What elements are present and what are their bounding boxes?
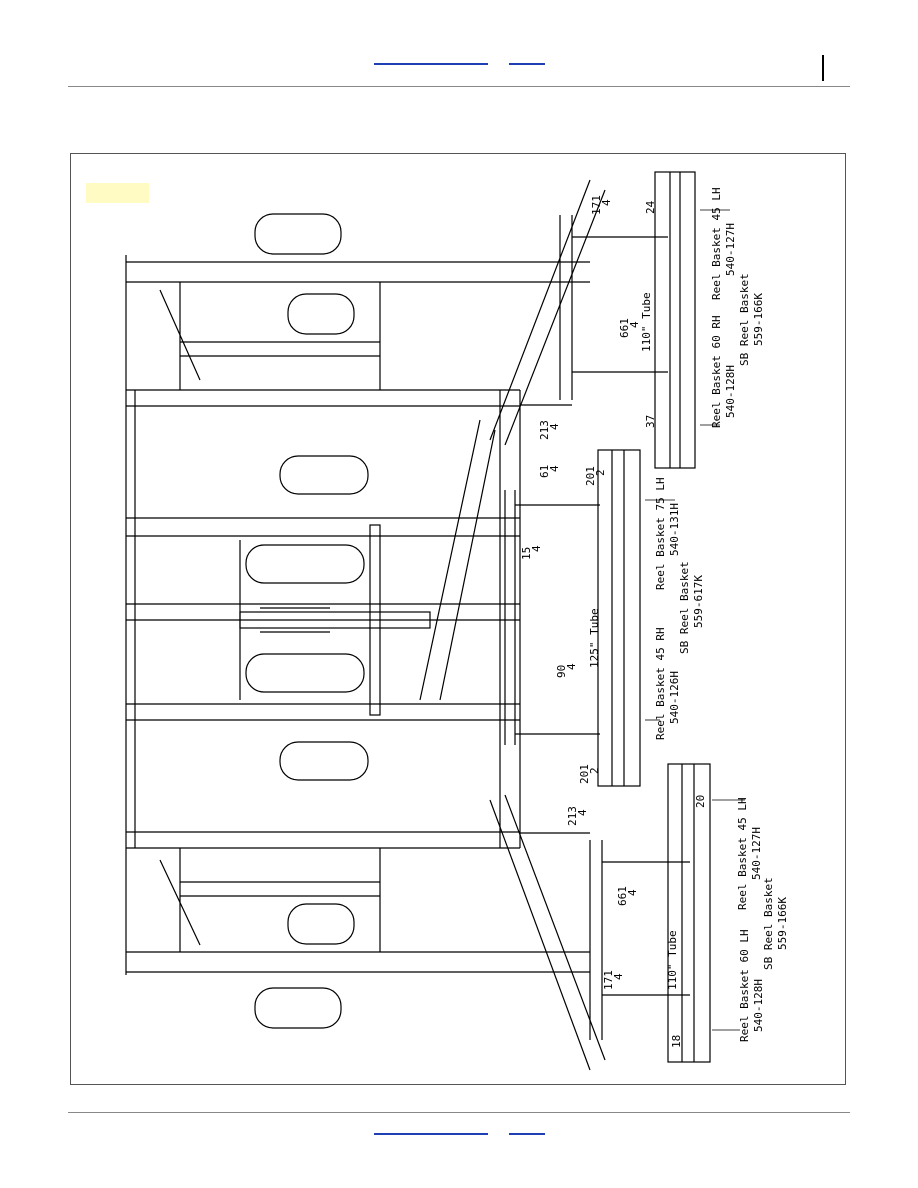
tube-125: 125" Tube — [588, 608, 601, 668]
label-basket75lh: Reel Basket 75 LH — [654, 477, 667, 590]
header-link-1[interactable] — [374, 63, 488, 65]
dim-37: 37 — [644, 415, 657, 428]
label-basket60lh-pn: 540-128H — [752, 979, 765, 1032]
dim-171-bot: 171 — [602, 970, 615, 990]
dim-171-top: 171 — [590, 195, 603, 215]
label-sb-top-pn: 559-166K — [752, 293, 765, 346]
wing-braces — [159, 282, 381, 952]
footer-link-2[interactable] — [509, 1133, 545, 1135]
footer-rule — [68, 1112, 850, 1113]
center-hitch — [239, 524, 431, 716]
drawing-frame — [70, 153, 846, 1085]
tube-110-bot: 110" Tube — [666, 930, 679, 990]
dim-24: 24 — [644, 200, 657, 214]
dim-661-bot: 661 — [616, 886, 629, 906]
label-basket45rh-pn: 540-126H — [668, 671, 681, 724]
label-basket45rh: Reel Basket 45 RH — [654, 627, 667, 740]
header-rule — [68, 86, 850, 87]
dim-201-bot: 201 — [578, 764, 591, 784]
label-basket45lh-bot: Reel Basket 45 LH — [736, 797, 749, 910]
label-sb-bot: SB Reel Basket — [762, 877, 775, 970]
header-link-2[interactable] — [509, 63, 545, 65]
dim-213-top: 213 — [538, 420, 551, 440]
footer-link-1[interactable] — [374, 1133, 488, 1135]
dim-90: 90 — [555, 665, 568, 678]
frame-rails — [125, 255, 590, 975]
basket-arms — [515, 236, 690, 996]
dim-171-top-frac: 4 — [600, 199, 613, 206]
dim-15-frac: 4 — [530, 545, 543, 552]
highlight-box — [86, 183, 149, 203]
label-sb-mid: SB Reel Basket — [678, 561, 691, 654]
tube-110-top: 110" Tube — [640, 292, 653, 352]
dim-661-top: 661 — [618, 318, 631, 338]
label-basket60lh: Reel Basket 60 LH — [738, 929, 751, 1042]
label-sb-bot-pn: 559-166K — [776, 897, 789, 950]
dim-213-bot: 213 — [566, 806, 579, 826]
header-vertical-bar — [822, 55, 824, 81]
rear-toolbars — [504, 215, 603, 1040]
leader-lines — [645, 209, 745, 1031]
tires — [245, 213, 369, 1029]
part-labels: Reel Basket 45 LH 540-127H SB Reel Baske… — [654, 187, 789, 1042]
label-sb-top: SB Reel Basket — [738, 273, 751, 366]
dim-661-bot-frac: 4 — [626, 889, 639, 896]
dim-661-top-frac: 4 — [628, 321, 641, 328]
dim-213-top-frac: 4 — [548, 423, 561, 430]
tube-labels: 110" Tube 125" Tube 110" Tube — [588, 292, 679, 990]
label-basket45lh-bot-pn: 540-127H — [750, 827, 763, 880]
disc-gangs — [419, 179, 606, 1071]
label-basket60rh: Reel Basket 60 RH — [710, 315, 723, 428]
dim-90-frac: 4 — [565, 663, 578, 670]
dim-171-bot-frac: 4 — [612, 973, 625, 980]
dimension-labels: 171 4 661 4 213 4 61 4 201 2 15 4 90 4 2… — [520, 195, 707, 1048]
label-basket45lh-top-pn: 540-127H — [724, 223, 737, 276]
dim-61: 61 — [538, 465, 551, 478]
label-basket45lh-top: Reel Basket 45 LH — [710, 187, 723, 300]
label-sb-mid-pn: 559-617K — [692, 575, 705, 628]
dim-201-bot-frac: 2 — [588, 767, 601, 774]
reel-baskets — [597, 171, 711, 1063]
dim-18: 18 — [670, 1035, 683, 1048]
dim-20: 20 — [694, 795, 707, 808]
dim-61-frac: 4 — [548, 465, 561, 472]
dim-15: 15 — [520, 547, 533, 560]
dim-201-top: 201 — [584, 466, 597, 486]
label-basket60rh-pn: 540-128H — [724, 365, 737, 418]
dim-201-top-frac: 2 — [594, 469, 607, 476]
dim-213-bot-frac: 4 — [576, 809, 589, 816]
label-basket75lh-pn: 540-131H — [668, 503, 681, 556]
